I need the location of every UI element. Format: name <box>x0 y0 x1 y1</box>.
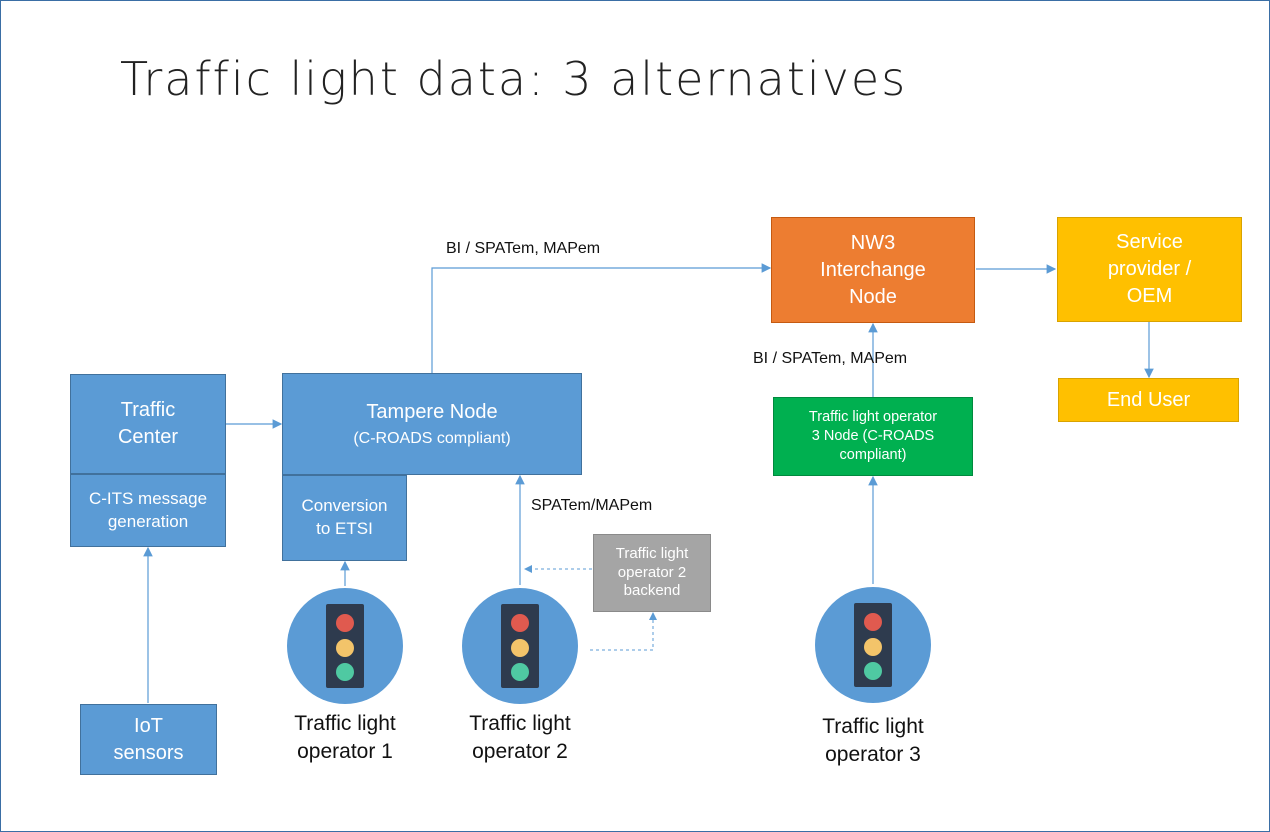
caption-operator2: Traffic light operator 2 <box>469 712 571 764</box>
caption-operator3: Traffic light operator 3 <box>822 715 924 767</box>
slide-title: Traffic light data: 3 alternatives <box>120 52 908 106</box>
tampere-node-box: Tampere Node (C-ROADS compliant) <box>282 373 582 475</box>
conversion-etsi-box: Conversion to ETSI <box>282 475 407 561</box>
traffic-center-box: Traffic Center <box>70 374 226 474</box>
caption-operator1: Traffic light operator 1 <box>294 712 396 764</box>
tampere-node-subtitle: (C-ROADS compliant) <box>353 429 511 447</box>
operator3-node-box: Traffic light operator 3 Node (C-ROADS c… <box>773 397 973 476</box>
tampere-node-title: Tampere Node <box>366 400 498 423</box>
edge-label-tampere-to-nw3: BI / SPATem, MAPem <box>446 240 601 257</box>
nw3-interchange-node-box: NW3 Interchange Node <box>771 217 975 323</box>
traffic-light-icon-operator1 <box>287 588 403 704</box>
arrow-op2light-to-backend <box>590 612 657 651</box>
end-user-box: End User <box>1058 378 1239 422</box>
traffic-light-icon-operator2 <box>462 588 578 704</box>
arrow-tampere-to-nw3 <box>431 263 772 373</box>
edge-label-operator3-to-nw3: BI / SPATem, MAPem <box>753 350 908 367</box>
operator2-backend-box: Traffic light operator 2 backend <box>593 534 711 612</box>
traffic-light-icon-operator3 <box>815 587 931 703</box>
service-provider-box: Service provider / OEM <box>1057 217 1242 322</box>
c-its-generation-box: C-ITS message generation <box>70 474 226 547</box>
iot-sensors-box: IoT sensors <box>80 704 217 775</box>
edge-label-operator2-to-tampere: SPATem/MAPem <box>531 497 653 514</box>
